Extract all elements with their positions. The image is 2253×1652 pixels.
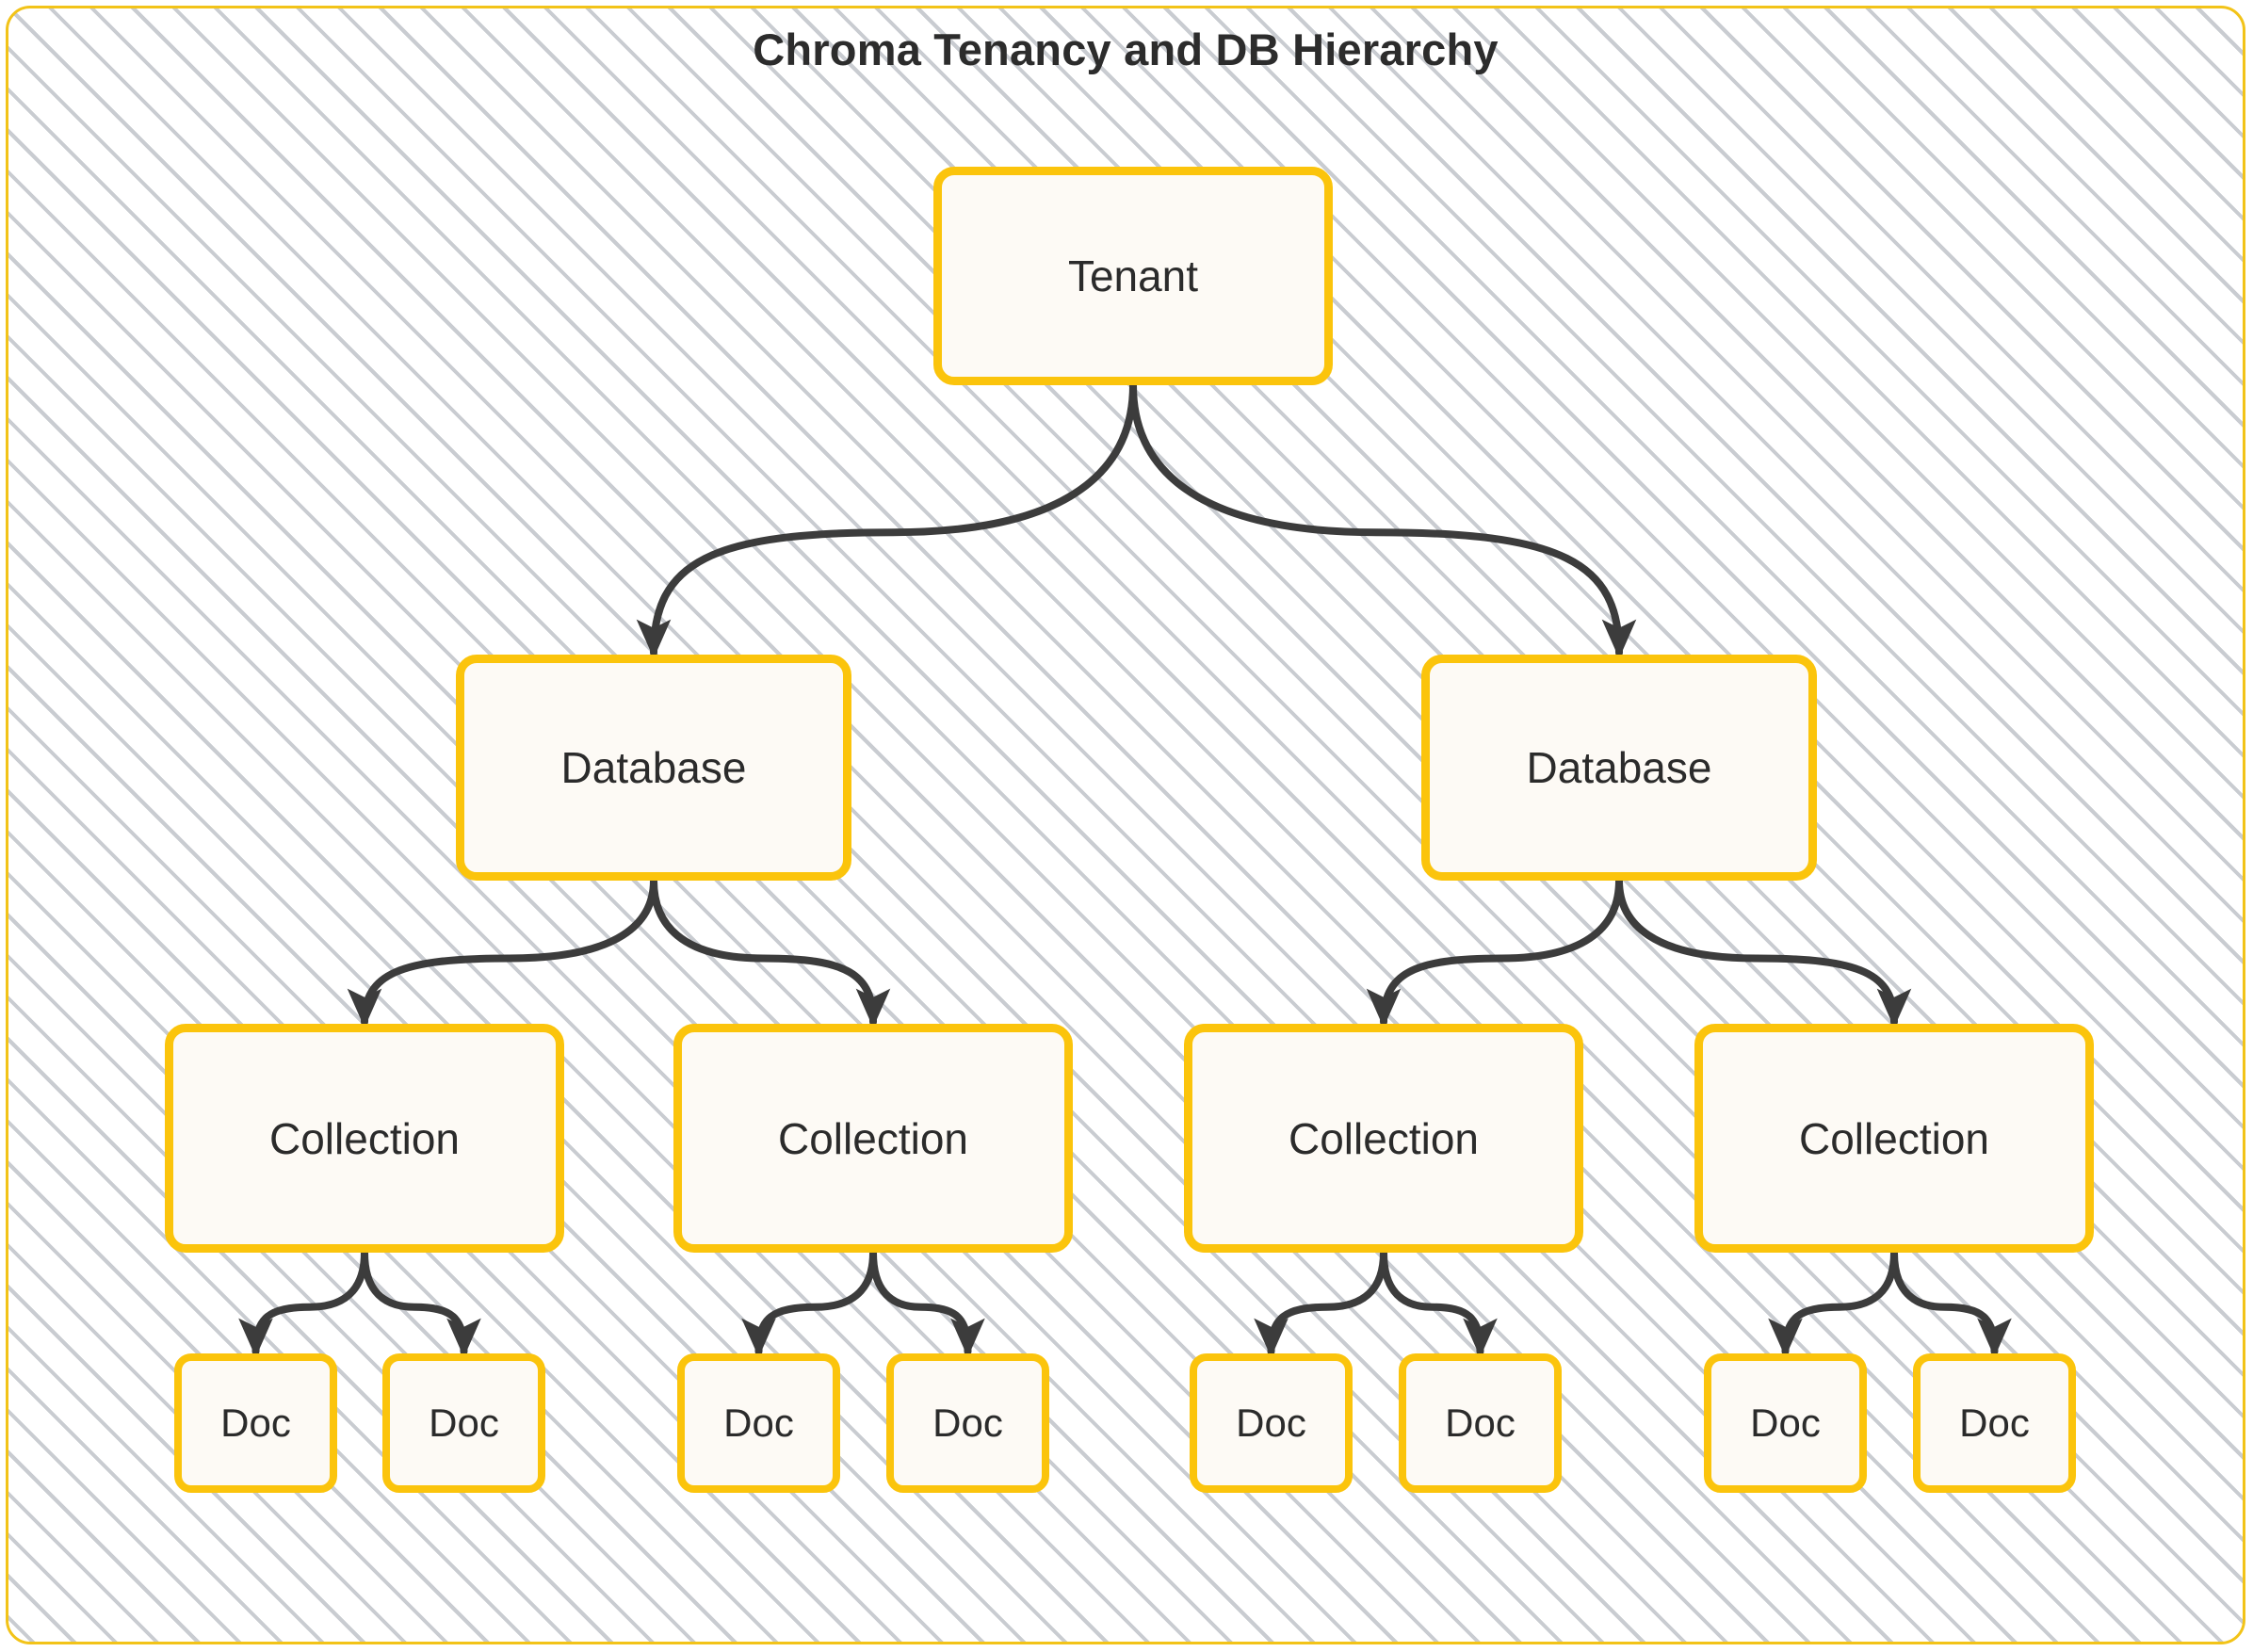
node-doc4[interactable]: Doc	[886, 1353, 1049, 1493]
edge-col4-to-doc8	[1890, 1249, 2012, 1358]
node-doc2[interactable]: Doc	[382, 1353, 545, 1493]
edge-tenant-to-db1	[636, 381, 1137, 659]
node-label: Collection	[778, 1113, 968, 1163]
edge-db2-to-col3	[1366, 877, 1623, 1028]
node-label: Collection	[1289, 1113, 1479, 1163]
node-doc7[interactable]: Doc	[1704, 1353, 1867, 1493]
node-label: Doc	[220, 1401, 291, 1445]
node-label: Doc	[1959, 1401, 2030, 1445]
node-col1[interactable]: Collection	[165, 1024, 564, 1253]
edge-db2-to-col4	[1615, 877, 1912, 1028]
node-label: Database	[1526, 743, 1712, 792]
node-db1[interactable]: Database	[456, 655, 851, 881]
node-label: Doc	[1750, 1401, 1821, 1445]
node-label: Doc	[932, 1401, 1003, 1445]
node-label: Collection	[269, 1113, 460, 1163]
node-label: Collection	[1799, 1113, 1989, 1163]
node-label: Doc	[429, 1401, 499, 1445]
node-label: Doc	[1236, 1401, 1306, 1445]
node-label: Doc	[723, 1401, 794, 1445]
edge-col2-to-doc4	[869, 1249, 985, 1358]
edge-col1-to-doc2	[361, 1249, 481, 1358]
node-col3[interactable]: Collection	[1184, 1024, 1583, 1253]
node-doc1[interactable]: Doc	[174, 1353, 337, 1493]
node-db2[interactable]: Database	[1421, 655, 1817, 881]
node-doc5[interactable]: Doc	[1190, 1353, 1353, 1493]
edge-col1-to-doc1	[238, 1249, 368, 1358]
node-doc3[interactable]: Doc	[677, 1353, 840, 1493]
node-label: Database	[560, 743, 747, 792]
diagram-title: Chroma Tenancy and DB Hierarchy	[753, 24, 1499, 74]
node-col2[interactable]: Collection	[673, 1024, 1073, 1253]
edge-col3-to-doc5	[1254, 1249, 1387, 1358]
node-tenant[interactable]: Tenant	[933, 167, 1333, 385]
node-label: Tenant	[1067, 251, 1199, 300]
edge-tenant-to-db2	[1129, 381, 1637, 659]
node-col4[interactable]: Collection	[1694, 1024, 2094, 1253]
edge-col3-to-doc6	[1380, 1249, 1498, 1358]
edge-db1-to-col2	[650, 877, 891, 1028]
edge-col2-to-doc3	[741, 1249, 877, 1358]
node-label: Doc	[1445, 1401, 1516, 1445]
node-doc6[interactable]: Doc	[1399, 1353, 1562, 1493]
edge-db1-to-col1	[347, 877, 657, 1028]
node-doc8[interactable]: Doc	[1913, 1353, 2076, 1493]
edge-col4-to-doc7	[1768, 1249, 1898, 1358]
